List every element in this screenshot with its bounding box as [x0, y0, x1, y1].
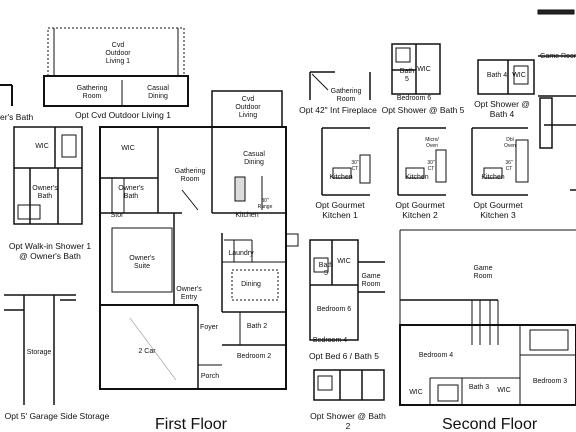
fireplace-plan: [309, 71, 371, 100]
room-dbl-oven: Dbl Oven: [504, 137, 516, 149]
room-wic-left: WIC: [35, 143, 49, 150]
room-bedroom-4-opt: Bedroom 4: [312, 337, 348, 344]
game-room-partial-plan: [538, 55, 576, 191]
gourmet-kitchen-1-plan: [321, 127, 371, 196]
top-right-strip: [537, 9, 575, 15]
room-stor: Stor: [110, 212, 124, 219]
room-bath-3: Bath 3: [468, 384, 490, 391]
room-cvd-outdoor-living-1: Cvd Outdoor Living 1: [105, 42, 131, 65]
room-range-30: 30" Range: [257, 198, 273, 210]
room-gathering-room: Gathering Room: [174, 168, 206, 183]
garage-storage-plan: [4, 294, 76, 405]
first-floor-title: First Floor: [155, 416, 227, 432]
bed6-bath5-plan: [309, 239, 385, 341]
room-gathering-room-opt: Gathering Room: [76, 85, 108, 100]
room-game-room-partial: Game Room: [540, 53, 576, 60]
room-bedroom-4: Bedroom 4: [418, 352, 454, 359]
room-owners-suite: Owner's Suite: [129, 255, 155, 270]
caption-cvd-outdoor-living-1: Opt Cvd Outdoor Living 1: [75, 110, 171, 120]
room-fp-gathering-room: Gathering Room: [330, 88, 362, 103]
room-two-car: 2 Car: [138, 348, 156, 355]
caption-walkin-shower-1: Opt Walk-in Shower 1 @ Owner's Bath: [8, 241, 92, 261]
caption-shower-bath-5: Opt Shower @ Bath 5: [381, 105, 465, 115]
room-bedroom-6-top: Bedroom 6: [396, 95, 432, 102]
caption-fireplace: Opt 42" Int Fireplace: [299, 105, 377, 115]
room-game-room: Game Room: [473, 265, 493, 280]
room-kitchen-2: Kitchen: [405, 174, 429, 181]
room-wic: WIC: [121, 145, 135, 152]
room-wic-bedroom3: WIC: [497, 387, 511, 394]
caption-garage-side-storage: Opt 5' Garage Side Storage: [4, 411, 110, 421]
room-kitchen-1: Kitchen: [329, 174, 353, 181]
room-wic-bath4-top: WIC: [512, 72, 526, 79]
room-casual-dining-opt: Casual Dining: [147, 85, 169, 100]
room-porch: Porch: [200, 373, 220, 380]
room-bedroom-2: Bedroom 2: [236, 353, 272, 360]
caption-gourmet-kitchen-2: Opt Gourmet Kitchen 2: [395, 200, 445, 220]
caption-gourmet-kitchen-1: Opt Gourmet Kitchen 1: [315, 200, 365, 220]
room-wic-bed6: WIC: [337, 258, 351, 265]
room-bath-5: Bath 5: [318, 262, 334, 277]
shower-bath-5-plan: [391, 43, 441, 95]
room-wic-bedroom4: WIC: [409, 389, 423, 396]
room-kitchen: Kitchen: [235, 212, 259, 219]
room-kitchen-3: Kitchen: [481, 174, 505, 181]
room-foyer: Foyer: [200, 324, 218, 331]
room-owners-bath-left: Owner's Bath: [32, 185, 58, 200]
room-dining: Dining: [241, 281, 261, 288]
cvd-outdoor-living-1-plan: [43, 27, 189, 107]
room-wic-bedroom6-top: WIC: [417, 66, 431, 73]
caption-shower-bath-4: Opt Shower @ Bath 4: [474, 99, 530, 119]
room-owners-bath: Owner's Bath: [118, 185, 144, 200]
walkin-shower-plan: [13, 126, 83, 225]
shower-bath-4-plan: [477, 59, 535, 95]
room-ct-1: 30" CT: [351, 160, 359, 172]
room-ct-3: 36" CT: [505, 160, 513, 172]
room-owners-entry: Owner's Entry: [176, 286, 202, 301]
caption-bed6-bath5: Opt Bed 6 / Bath 5: [309, 351, 379, 361]
gourmet-kitchen-3-plan: [471, 127, 529, 196]
room-casual-dining: Casual Dining: [243, 151, 265, 166]
second-floor-title: Second Floor: [442, 416, 538, 432]
room-bath-2: Bath 2: [246, 323, 268, 330]
room-cvd-outdoor-living: Cvd Outdoor Living: [235, 96, 261, 119]
first-floor-plan: [99, 90, 299, 390]
room-storage-left: Storage: [26, 349, 52, 356]
second-floor-plan: [399, 229, 576, 406]
gourmet-kitchen-2-plan: [397, 127, 447, 196]
room-bedroom-3: Bedroom 3: [532, 378, 568, 385]
room-bath-4-top: Bath 4: [486, 72, 508, 79]
partial-owners-bath-plan: [0, 84, 13, 106]
caption-gourmet-kitchen-3: Opt Gourmet Kitchen 3: [473, 200, 523, 220]
caption-shower-bath-2: Opt Shower @ Bath 2: [310, 411, 386, 431]
room-ct-2: 30" CT: [427, 160, 435, 172]
room-micro-oven: Micro/ Oven: [425, 137, 439, 149]
room-bath-5-top: Bath 5: [399, 68, 415, 83]
room-bedroom-6: Bedroom 6: [316, 306, 352, 313]
room-game-room-opt: Game Room: [361, 273, 381, 288]
caption-owners-bath-partial: er's Bath: [0, 112, 34, 122]
room-laundry: Laundry: [228, 250, 254, 257]
shower-bath-2-plan: [313, 369, 385, 401]
